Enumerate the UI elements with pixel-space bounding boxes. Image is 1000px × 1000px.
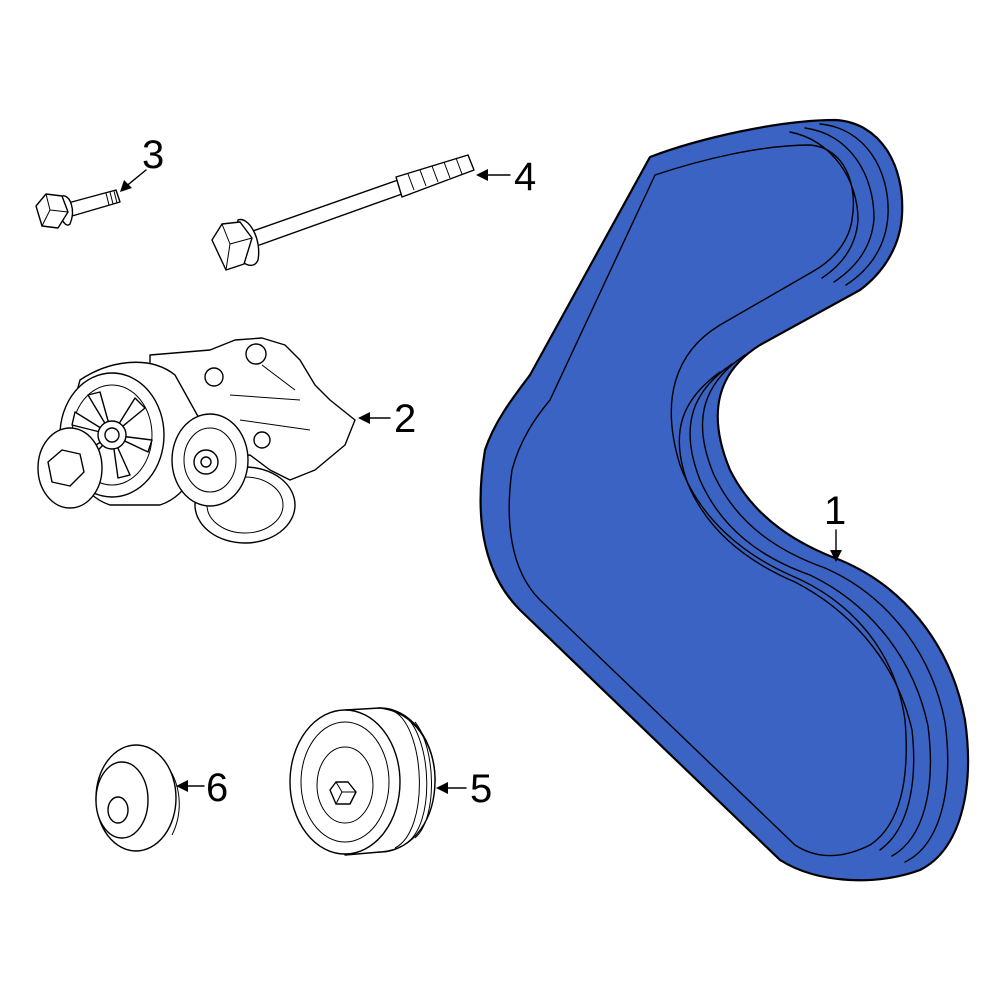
dust-cap-hub [107,796,129,824]
callout-label: 4 [514,155,536,199]
idler-pulley-rim [300,721,390,843]
idler-pulley-inner-rim [316,746,374,824]
callout-2: 2 [358,397,416,441]
bolt-icon[interactable] [35,189,121,229]
bracket-pulley-rim [183,427,237,493]
bracket-pulley-bolt [200,456,212,468]
bracket-boss [245,343,267,365]
belt-rib-line [701,354,826,569]
bolt-shank [67,189,121,217]
belt-tensioner-icon[interactable] [37,337,356,544]
belt-rib-line [804,127,875,283]
belt-rib-line [689,363,811,576]
belt-rib-line [809,574,932,857]
idler-pulley-icon[interactable] [289,707,436,856]
callout-label: 1 [824,489,846,533]
long-bolt-shank [249,179,403,248]
bracket-rib [229,364,311,431]
callout-label: 6 [206,766,228,810]
callout-label: 2 [394,397,416,441]
bracket-boss [253,431,271,449]
callout-3: 3 [120,133,164,192]
long-bolt-thread [395,154,475,198]
idler-pulley-grooves [394,711,432,849]
callout-1: 1 [824,489,846,562]
callout-label: 3 [142,133,164,177]
dust-cap-icon[interactable] [95,744,180,852]
callout-4: 4 [476,155,536,199]
belt-rib-line [824,567,949,863]
belt-rib-line [794,581,915,851]
belt-rib-line [789,131,859,279]
tensioner-hex-nut [47,449,85,487]
callout-5: 5 [436,767,492,811]
callout-6: 6 [176,766,228,810]
long-bolt-icon[interactable] [211,154,475,271]
callout-label: 5 [470,767,492,811]
bolt-threads [105,190,118,206]
serpentine-belt-icon[interactable] [479,118,970,882]
belt-inner-edge [508,144,907,857]
belt-rib-line [819,123,889,286]
bracket-boss [204,367,224,387]
long-bolt-threads [407,157,463,191]
tensioner-bolt-head [104,427,120,443]
belt-outer-edge [479,118,970,882]
dust-cap-edge [169,769,180,836]
